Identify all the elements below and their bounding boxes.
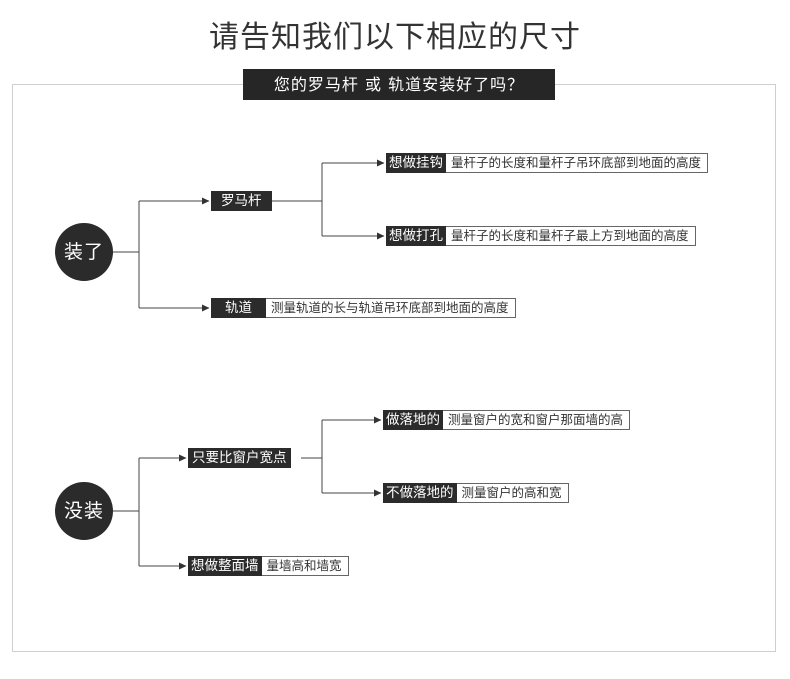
node-not-floor-length-desc: 测量窗户的高和宽 bbox=[456, 483, 569, 503]
node-installed: 装了 bbox=[55, 223, 113, 281]
node-not-installed: 没装 bbox=[55, 482, 113, 540]
node-punch-hole: 想做打孔 量杆子的长度和量杆子最上方到地面的高度 bbox=[386, 226, 696, 246]
subtitle-banner: 您的罗马杆 或 轨道安装好了吗？ bbox=[243, 69, 555, 100]
node-floor-length-label: 做落地的 bbox=[383, 410, 443, 430]
link-roman-rod-trunk bbox=[272, 163, 323, 236]
node-hanging-hook: 想做挂钩 量杆子的长度和量杆子吊环底部到地面的高度 bbox=[386, 153, 709, 173]
node-hanging-hook-desc: 量杆子的长度和量杆子吊环底部到地面的高度 bbox=[446, 153, 709, 173]
link-installed-trunk bbox=[113, 201, 140, 308]
node-whole-wall-label: 想做整面墙 bbox=[188, 556, 262, 576]
node-wider-than-window: 只要比窗户宽点 bbox=[188, 448, 291, 468]
node-track-label: 轨道 bbox=[211, 298, 266, 318]
node-not-floor-length: 不做落地的 测量窗户的高和宽 bbox=[383, 483, 569, 503]
node-roman-rod-label: 罗马杆 bbox=[211, 191, 272, 211]
node-hanging-hook-label: 想做挂钩 bbox=[386, 153, 446, 173]
node-not-floor-length-label: 不做落地的 bbox=[383, 483, 457, 503]
node-roman-rod: 罗马杆 bbox=[211, 191, 272, 211]
page-title: 请告知我们以下相应的尺寸 bbox=[209, 20, 581, 55]
node-floor-length-desc: 测量窗户的宽和窗户那面墙的高 bbox=[443, 410, 631, 430]
node-track-desc: 测量轨道的长与轨道吊环底部到地面的高度 bbox=[266, 298, 516, 318]
node-floor-length: 做落地的 测量窗户的宽和窗户那面墙的高 bbox=[383, 410, 631, 430]
node-punch-hole-label: 想做打孔 bbox=[386, 226, 446, 246]
node-whole-wall-desc: 量墙高和墙宽 bbox=[261, 556, 349, 576]
node-punch-hole-desc: 量杆子的长度和量杆子最上方到地面的高度 bbox=[446, 226, 696, 246]
node-wider-than-window-label: 只要比窗户宽点 bbox=[188, 448, 291, 468]
node-track: 轨道 测量轨道的长与轨道吊环底部到地面的高度 bbox=[211, 298, 516, 318]
link-wider-trunk bbox=[301, 420, 323, 493]
node-whole-wall: 想做整面墙 量墙高和墙宽 bbox=[188, 556, 349, 576]
link-not-installed-trunk bbox=[113, 458, 140, 566]
